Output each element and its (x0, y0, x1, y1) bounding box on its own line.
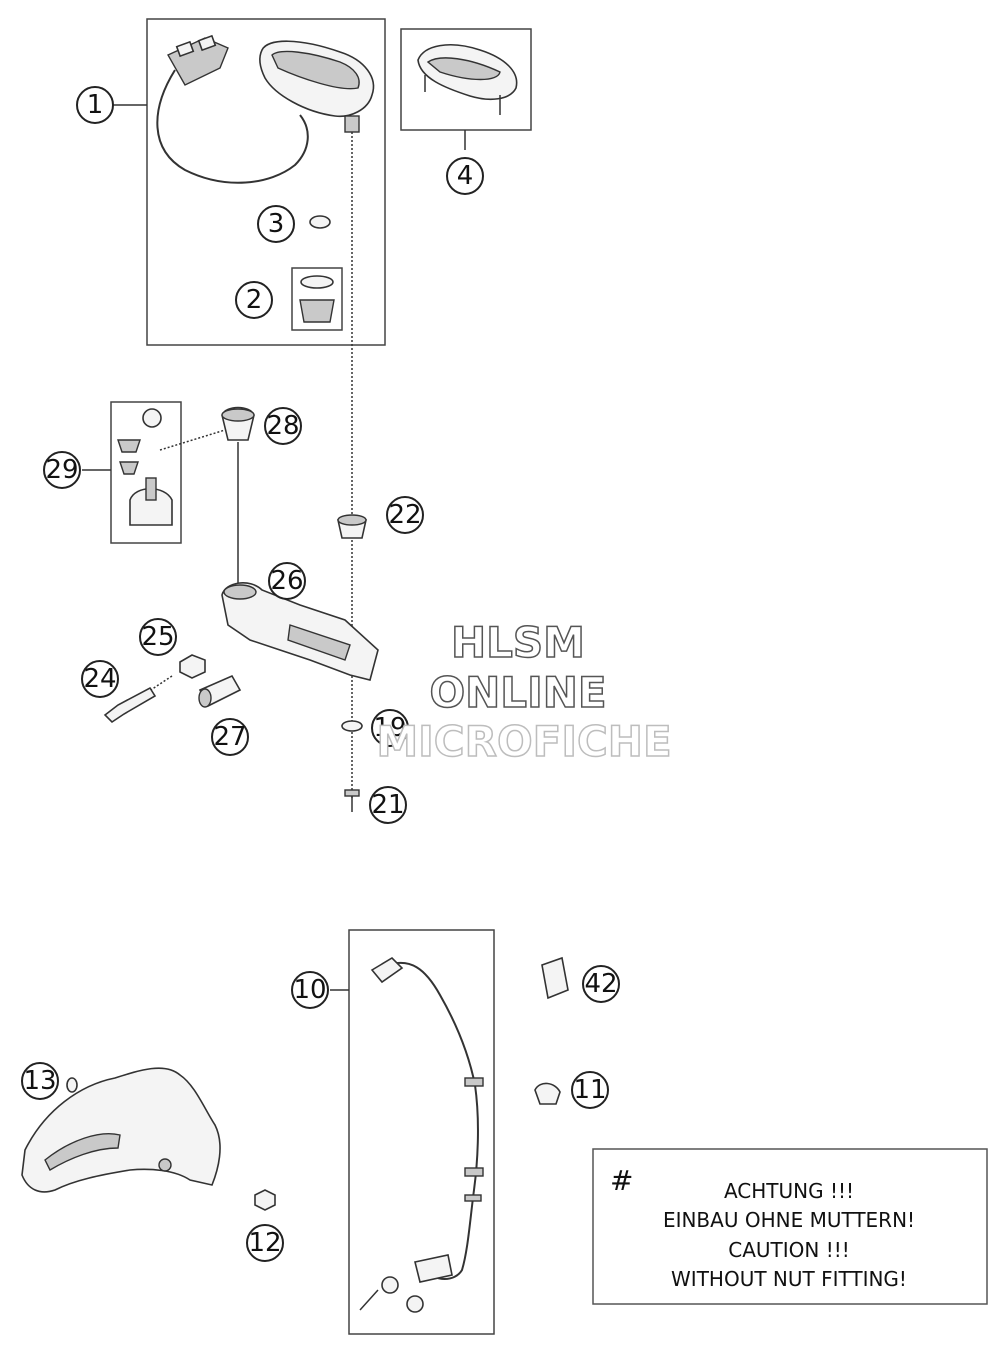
grommet-part (309, 215, 331, 229)
caution-note: # ACHTUNG !!! EINBAU OHNE MUTTERN! CAUTI… (592, 1148, 988, 1305)
callout-4: 4 (446, 157, 484, 195)
callout-10: 10 (291, 971, 329, 1009)
callout-3: 3 (257, 205, 295, 243)
watermark: HLSM ONLINE MICROFICHE (376, 617, 673, 767)
svg-text:26: 26 (270, 566, 303, 596)
svg-text:12: 12 (248, 1228, 281, 1258)
speedometer-part (156, 34, 375, 184)
note-line-4: WITHOUT NUT FITTING! (671, 1267, 907, 1291)
callout-27: 27 (211, 718, 249, 756)
svg-text:27: 27 (213, 722, 246, 752)
callout-22: 22 (386, 496, 424, 534)
svg-text:42: 42 (584, 969, 617, 999)
callout-42: 42 (582, 965, 620, 1003)
callout-25: 25 (139, 618, 177, 656)
callout-19: 19 (371, 709, 409, 747)
svg-text:1: 1 (87, 90, 104, 120)
svg-text:2: 2 (246, 285, 263, 315)
cap-part (221, 406, 255, 441)
svg-text:4: 4 (457, 161, 474, 191)
bushing-part (337, 514, 367, 539)
callout-24: 24 (81, 660, 119, 698)
bracket-nut-part (254, 1189, 276, 1211)
callout-13: 13 (21, 1062, 59, 1100)
note-line-3: CAUTION !!! (728, 1238, 850, 1262)
callout-28: 28 (264, 407, 302, 445)
nut-part (179, 654, 206, 679)
bolt-part (344, 789, 360, 812)
svg-text:25: 25 (141, 622, 174, 652)
sensor-bracket-part (21, 1067, 221, 1193)
callout-21: 21 (369, 786, 407, 824)
callout-26: 26 (268, 562, 306, 600)
svg-text:24: 24 (83, 664, 116, 694)
callout-1: 1 (76, 86, 114, 124)
watermark-line-1: HLSM (451, 618, 585, 667)
group-box-sensor-cable (348, 929, 495, 1335)
screw-part (103, 675, 173, 724)
svg-text:10: 10 (293, 975, 326, 1005)
callout-2: 2 (235, 281, 273, 319)
svg-text:21: 21 (371, 790, 404, 820)
clip-part (534, 1082, 561, 1105)
svg-text:19: 19 (373, 713, 406, 743)
svg-text:28: 28 (266, 411, 299, 441)
group-box-speedometer-holder (400, 28, 532, 131)
watermark-line-3: MICROFICHE (376, 717, 671, 766)
spacer-part (198, 674, 242, 708)
svg-text:29: 29 (45, 455, 78, 485)
washer-part (341, 720, 363, 732)
speedometer-holder-part (417, 44, 518, 115)
ignition-lock-part (117, 408, 226, 526)
holder-bracket-part (221, 582, 379, 681)
callout-11: 11 (571, 1071, 609, 1109)
group-box-ignition-lock (110, 401, 182, 544)
svg-text:3: 3 (268, 209, 285, 239)
callout-12: 12 (246, 1224, 284, 1262)
watermark-line-2: ONLINE (429, 668, 606, 717)
note-symbol: # (610, 1164, 633, 1197)
group-box-speedometer-kit (146, 18, 386, 346)
cable-binder-part (541, 956, 569, 1000)
svg-text:22: 22 (388, 500, 421, 530)
svg-text:11: 11 (573, 1075, 606, 1105)
svg-text:13: 13 (23, 1066, 56, 1096)
sensor-cable-part (359, 956, 484, 1313)
fitting-set-part (291, 267, 343, 331)
callout-29: 29 (43, 451, 81, 489)
note-line-2: EINBAU OHNE MUTTERN! (663, 1208, 915, 1232)
note-line-1: ACHTUNG !!! (724, 1179, 854, 1203)
